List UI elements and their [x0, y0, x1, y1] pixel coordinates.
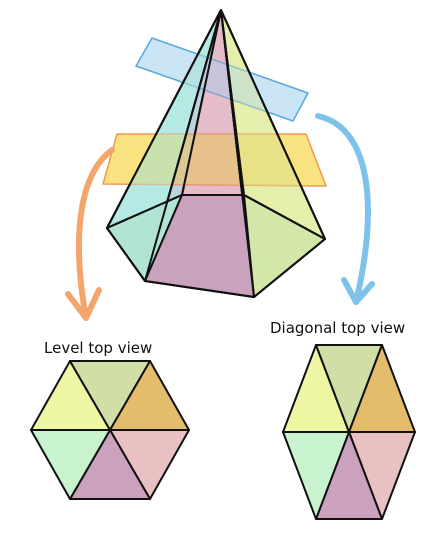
dhex-sector-bottom-left — [282, 431, 350, 520]
hexagonal-pyramid — [102, 9, 327, 298]
pyramid-edges — [106, 9, 326, 298]
diagonal-top-view-label: Diagonal top view — [270, 319, 405, 337]
diagonal-cutting-plane — [135, 37, 309, 122]
hex-sector-bottom-left — [30, 429, 111, 500]
level-view-arrow — [65, 147, 115, 321]
level-top-view-hexagon — [30, 360, 190, 500]
level-top-view-label: Level top view — [44, 339, 152, 357]
diagonal-top-view-hexagon — [282, 344, 416, 520]
diagonal-view-arrow — [315, 113, 375, 305]
